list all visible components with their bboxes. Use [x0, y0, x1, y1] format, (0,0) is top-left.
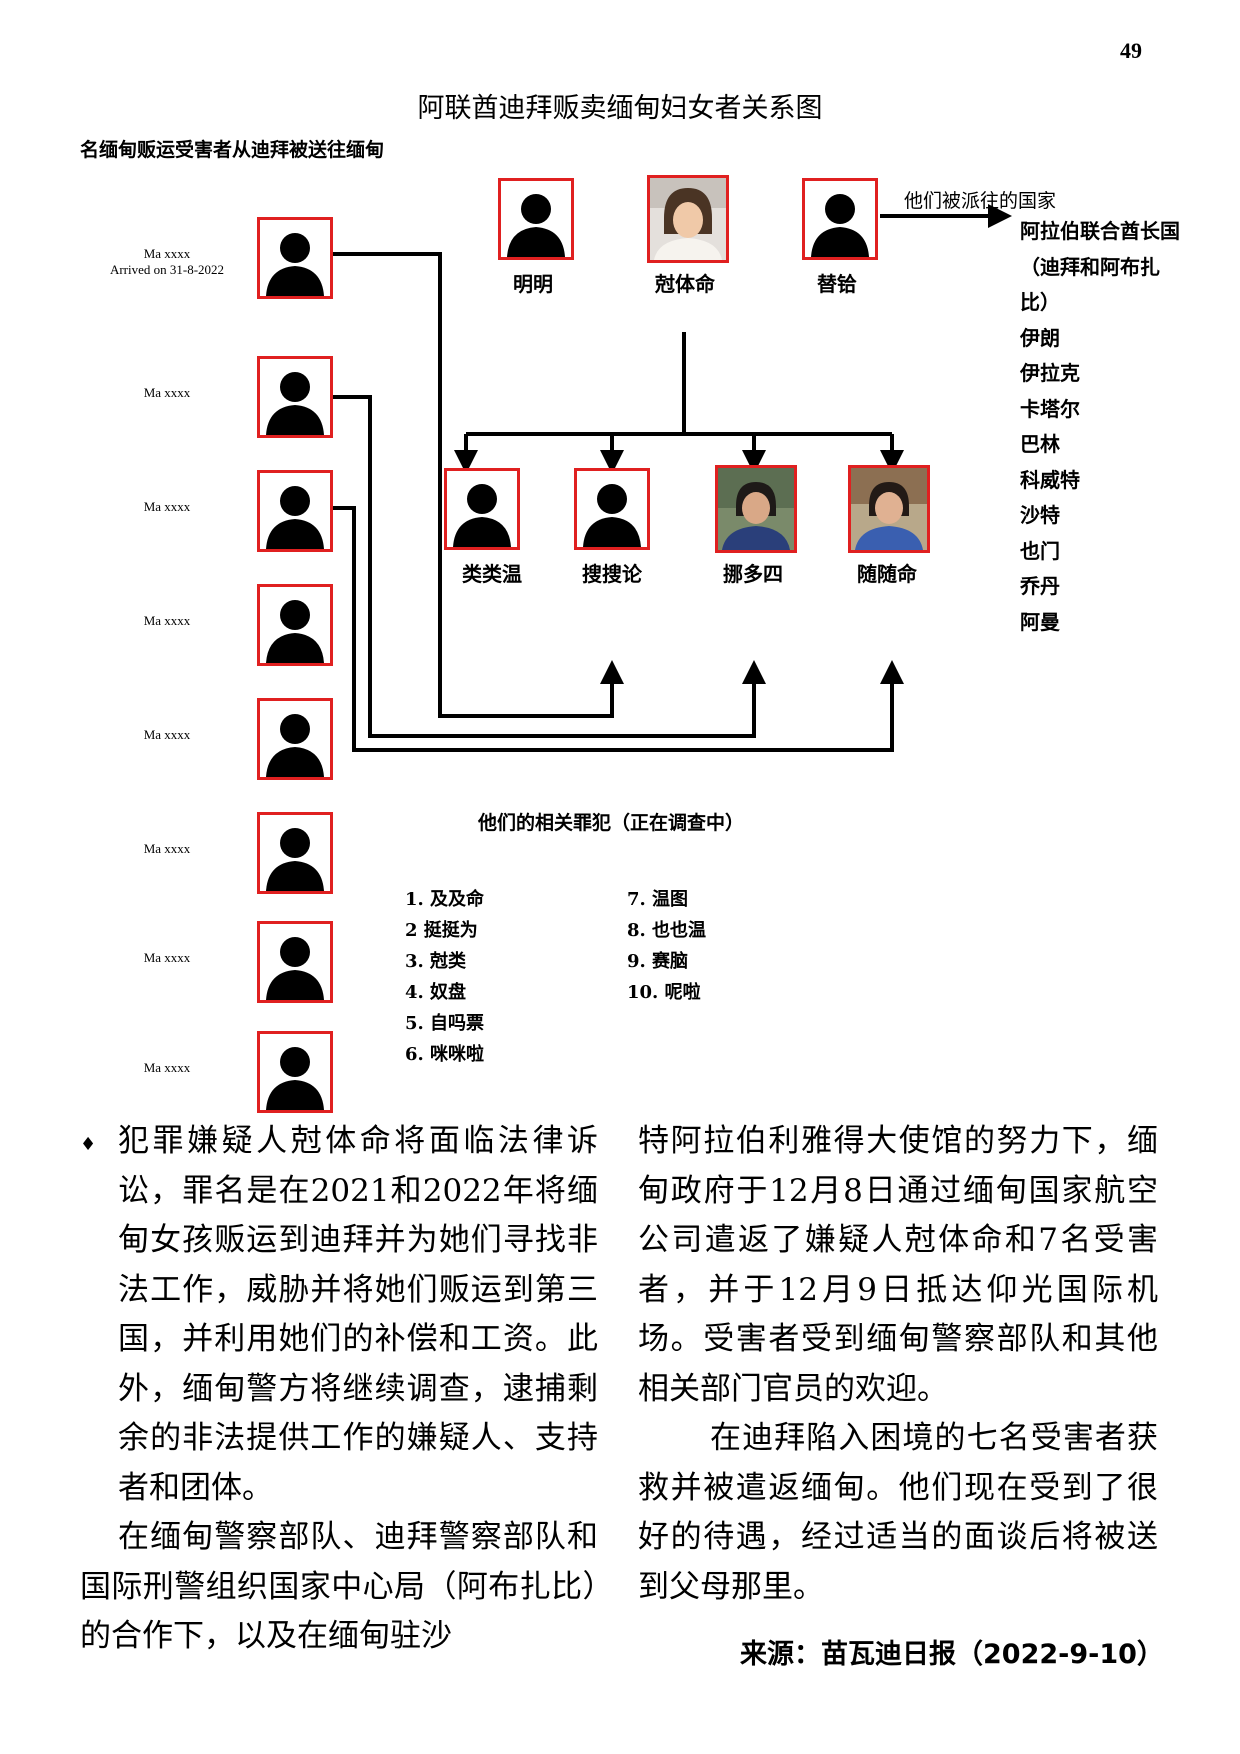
victim-photo: [257, 356, 333, 438]
country-item: 阿拉伯联合酋长国: [1020, 214, 1180, 250]
body-paragraph: 犯罪嫌疑人尅体命将面临法律诉讼，罪名是在2021和2022年将缅甸女孩贩运到迪拜…: [118, 1117, 598, 1513]
associate-name-2: 搜搜论: [547, 558, 677, 587]
suspect-list-item: 5. 自吗票: [405, 1008, 484, 1039]
associate-photo-4: [848, 465, 930, 553]
victim-photo: [257, 584, 333, 666]
suspect-list-item: 4. 奴盘: [405, 977, 484, 1008]
victim-label: Ma xxxx: [82, 841, 252, 857]
suspect-name-1: 明明: [468, 268, 598, 297]
victim-photo: [257, 1031, 333, 1113]
country-item: 巴林: [1020, 427, 1180, 463]
country-item: 也门: [1020, 534, 1180, 570]
suspect-name-3: 替铪: [772, 268, 902, 297]
suspect-photo-main: [647, 175, 729, 263]
victim-label: Ma xxxx: [82, 950, 252, 966]
source-credit: 来源：苗瓦迪日报（2022-9-10）: [740, 1632, 1164, 1671]
associate-photo-1: [444, 468, 520, 550]
bullet-icon: ♦: [80, 1134, 96, 1155]
suspect-list-item: 6. 咪咪啦: [405, 1039, 484, 1070]
country-item: 科威特: [1020, 463, 1180, 499]
suspect-photo-1: [498, 178, 574, 260]
country-item: 乔丹: [1020, 569, 1180, 605]
related-suspects-title: 他们的相关罪犯（正在调查中）: [478, 808, 744, 835]
body-right-column: 特阿拉伯利雅得大使馆的努力下，缅甸政府于12月8日通过缅甸国家航空公司遣返了嫌疑…: [638, 1117, 1158, 1612]
associate-photo-2: [574, 468, 650, 550]
victim-label: Ma xxxx: [82, 499, 252, 515]
associate-name-3: 挪多四: [688, 558, 818, 587]
country-list: 阿拉伯联合酋长国 （迪拜和阿布扎比） 伊朗 伊拉克 卡塔尔 巴林 科威特 沙特 …: [1020, 214, 1180, 640]
suspect-list-col2: 7. 温图 8. 也也温 9. 赛脑 10. 呢啦: [627, 884, 706, 1008]
sent-countries-label: 他们被派往的国家: [904, 186, 1056, 213]
victim-photo: [257, 698, 333, 780]
country-item: 伊拉克: [1020, 356, 1180, 392]
victim-photo: [257, 470, 333, 552]
victim-label: Ma xxxx: [82, 1060, 252, 1076]
suspect-list-item: 2 挺挺为: [405, 915, 484, 946]
victim-label: Ma xxxx Arrived on 31-8-2022: [82, 246, 252, 278]
body-left-column: 犯罪嫌疑人尅体命将面临法律诉讼，罪名是在2021和2022年将缅甸女孩贩运到迪拜…: [118, 1117, 598, 1513]
country-item: 伊朗: [1020, 321, 1180, 357]
body-paragraph: 在迪拜陷入困境的七名受害者获救并被遣返缅甸。他们现在受到了很好的待遇，经过适当的…: [638, 1414, 1158, 1612]
suspect-name-main: 尅体命: [620, 268, 750, 297]
victim-photo: [257, 921, 333, 1003]
suspect-list-item: 7. 温图: [627, 884, 706, 915]
country-item: 卡塔尔: [1020, 392, 1180, 428]
country-item: 沙特: [1020, 498, 1180, 534]
associate-name-4: 随随命: [822, 558, 952, 587]
associate-name-1: 类类温: [427, 558, 557, 587]
country-item: （迪拜和阿布扎比）: [1020, 250, 1180, 321]
victim-photo: [257, 217, 333, 299]
body-paragraph: 在缅甸警察部队、迪拜警察部队和国际刑警组织国家中心局（阿布扎比）的合作下，以及在…: [80, 1513, 598, 1662]
body-left-paragraph-2: 在缅甸警察部队、迪拜警察部队和国际刑警组织国家中心局（阿布扎比）的合作下，以及在…: [80, 1513, 598, 1662]
suspect-list-item: 9. 赛脑: [627, 946, 706, 977]
suspect-photo-3: [802, 178, 878, 260]
suspect-list-item: 3. 尅类: [405, 946, 484, 977]
victim-label: Ma xxxx: [82, 613, 252, 629]
country-item: 阿曼: [1020, 605, 1180, 641]
body-paragraph: 特阿拉伯利雅得大使馆的努力下，缅甸政府于12月8日通过缅甸国家航空公司遣返了嫌疑…: [638, 1117, 1158, 1414]
victim-label: Ma xxxx: [82, 385, 252, 401]
suspect-list-col1: 1. 及及命 2 挺挺为 3. 尅类 4. 奴盘 5. 自吗票 6. 咪咪啦: [405, 884, 484, 1070]
suspect-list-item: 8. 也也温: [627, 915, 706, 946]
victim-photo: [257, 812, 333, 894]
suspect-list-item: 10. 呢啦: [627, 977, 706, 1008]
victim-label: Ma xxxx: [82, 727, 252, 743]
suspect-list-item: 1. 及及命: [405, 884, 484, 915]
associate-photo-3: [715, 465, 797, 553]
